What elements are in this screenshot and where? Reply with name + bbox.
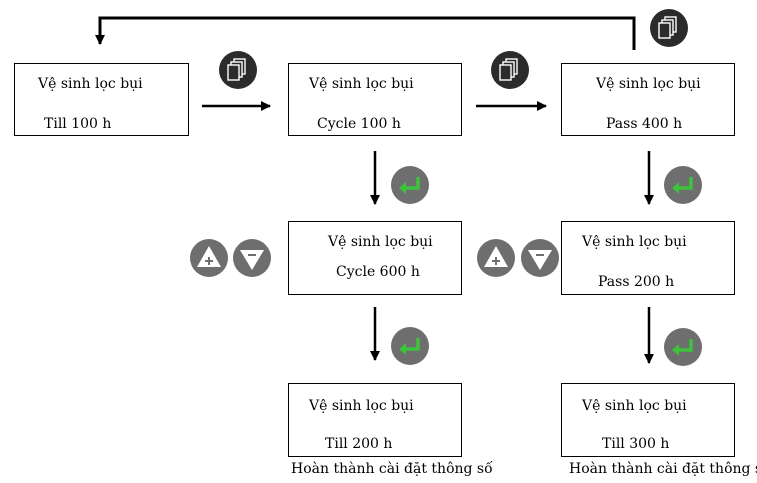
completion-caption: Hoàn thành cài đặt thông số xyxy=(569,461,757,477)
enter-return-icon xyxy=(391,166,429,204)
up-plus-icon xyxy=(190,239,228,277)
box-title: Vệ sinh lọc bụi xyxy=(596,76,701,92)
box-value: Cycle 100 h xyxy=(317,116,401,132)
box-value: Pass 200 h xyxy=(598,274,675,290)
box-title: Vệ sinh lọc bụi xyxy=(309,398,414,414)
down-minus-icon xyxy=(521,239,559,277)
screen-box-till-200: Vệ sinh lọc bụi Till 200 h xyxy=(288,383,462,457)
screen-box-cycle-100: Vệ sinh lọc bụi Cycle 100 h xyxy=(288,63,462,136)
screen-box-pass-400: Vệ sinh lọc bụi Pass 400 h xyxy=(561,63,735,136)
pages-icon xyxy=(219,51,257,89)
box-value: Cycle 600 h xyxy=(336,264,420,280)
return-loop-arrow xyxy=(95,16,636,50)
enter-return-icon xyxy=(391,327,429,365)
box-title: Vệ sinh lọc bụi xyxy=(38,76,143,92)
box-title: Vệ sinh lọc bụi xyxy=(328,234,433,250)
down-minus-icon xyxy=(233,239,271,277)
enter-return-icon xyxy=(664,166,702,204)
box-title: Vệ sinh lọc bụi xyxy=(582,234,687,250)
completion-caption: Hoàn thành cài đặt thông số xyxy=(291,461,493,477)
pages-icon xyxy=(491,51,529,89)
box-title: Vệ sinh lọc bụi xyxy=(309,76,414,92)
enter-return-icon xyxy=(664,328,702,366)
box-value: Till 100 h xyxy=(44,116,112,132)
screen-box-pass-200: Vệ sinh lọc bụi Pass 200 h xyxy=(561,221,735,295)
box-value: Till 300 h xyxy=(602,436,670,452)
up-plus-icon xyxy=(477,239,515,277)
box-value: Till 200 h xyxy=(325,436,393,452)
pages-icon xyxy=(650,9,688,47)
box-title: Vệ sinh lọc bụi xyxy=(582,398,687,414)
screen-box-cycle-600: Vệ sinh lọc bụi Cycle 600 h xyxy=(288,221,462,295)
box-value: Pass 400 h xyxy=(606,116,683,132)
screen-box-till-100: Vệ sinh lọc bụi Till 100 h xyxy=(14,63,189,136)
screen-box-till-300: Vệ sinh lọc bụi Till 300 h xyxy=(561,383,735,457)
